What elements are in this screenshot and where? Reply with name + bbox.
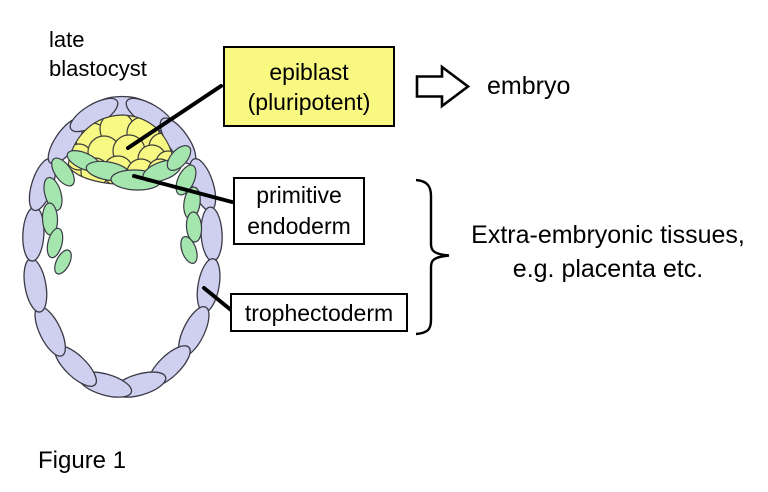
epiblast-label-box: epiblast (pluripotent)	[223, 46, 395, 127]
title-line1: late	[49, 27, 85, 52]
trophectoderm-label: trophectoderm	[244, 299, 394, 326]
diagram-title: late blastocyst	[49, 25, 147, 83]
embryo-label: embryo	[487, 72, 571, 100]
extra-embryonic-note: Extra-embryonic tissues, e.g. placenta e…	[455, 218, 761, 286]
extra-embryonic-line2: e.g. placenta etc.	[512, 255, 704, 283]
curly-brace-icon	[415, 178, 450, 336]
primitive-endoderm-label-line1: primitive	[256, 182, 342, 208]
epiblast-pointer-line	[126, 84, 223, 150]
title-line2: blastocyst	[49, 56, 147, 81]
figure-caption: Figure 1	[38, 447, 127, 474]
trophectoderm-ring	[22, 95, 223, 398]
trophectoderm-label-box: trophectoderm	[230, 293, 408, 332]
epiblast-label-line2: (pluripotent)	[247, 88, 371, 115]
right-block-arrow-icon	[415, 64, 471, 109]
primitive-endoderm-label-box: primitive endoderm	[233, 177, 365, 245]
epiblast-label-line1: epiblast	[269, 58, 349, 85]
extra-embryonic-line1: Extra-embryonic tissues,	[471, 221, 745, 249]
primitive-endoderm-pointer-line	[132, 174, 234, 204]
primitive-endoderm-label-line2: endoderm	[247, 213, 351, 239]
trophectoderm-pointer-line	[202, 286, 233, 312]
primitive-endoderm-layer	[41, 145, 203, 275]
